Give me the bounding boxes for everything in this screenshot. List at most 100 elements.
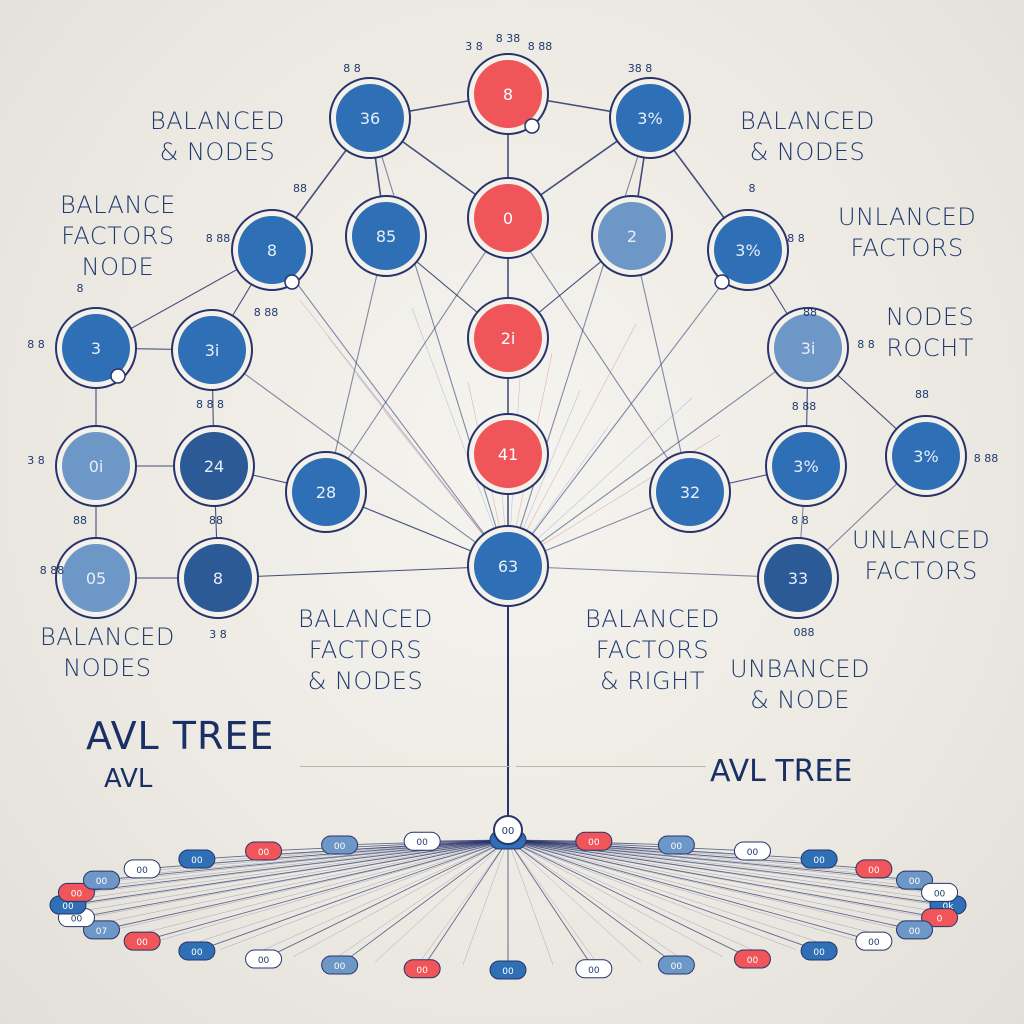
tree-edge: [507, 565, 799, 579]
fan-line: [188, 839, 509, 946]
tree-node: 8: [467, 53, 549, 135]
pill: [921, 882, 959, 902]
fan-line: [332, 839, 509, 961]
fan-line: [101, 839, 509, 931]
small-label: 8 8: [343, 62, 361, 75]
pill-label: 00: [671, 842, 683, 852]
label-right-nodes: NODES ROCHT: [886, 303, 975, 362]
pill-label: 00: [136, 938, 148, 948]
node-value: 3i: [801, 339, 816, 358]
pill: [178, 941, 216, 961]
small-label: 3 8: [209, 628, 227, 641]
fan-line: [507, 839, 929, 918]
pill: [321, 955, 359, 975]
pill-label: 00: [191, 948, 203, 958]
pill-label: 00: [813, 948, 825, 958]
fan-line: [507, 839, 939, 906]
pill: [575, 831, 613, 851]
pill: [403, 831, 441, 851]
tree-node: 63: [467, 525, 549, 607]
node-value: 28: [316, 483, 336, 502]
small-label: 88: [293, 182, 307, 195]
node-body: [892, 422, 960, 490]
fan-line: [374, 839, 509, 963]
pill-label: 00: [747, 848, 759, 858]
tree-edge: [271, 249, 509, 567]
label-center-left: BALANCED FACTORS & NODES: [298, 605, 433, 695]
fan-line: [507, 839, 828, 946]
node-value: 36: [360, 109, 380, 128]
label-bottom-left: BALANCED NODES: [40, 623, 175, 682]
divider-right: [516, 766, 706, 767]
tree-node: 24: [173, 425, 255, 507]
fan-line: [507, 839, 684, 961]
node-body: [352, 202, 420, 270]
node-value: 8: [503, 85, 513, 104]
node-body: [336, 84, 404, 152]
node-body: [764, 544, 832, 612]
pill: [57, 882, 95, 902]
node-value: 3%: [913, 447, 938, 466]
fan-line: [507, 839, 929, 893]
tree-edge: [507, 249, 749, 567]
tree-node: 8: [231, 209, 313, 291]
pill-label: 00: [671, 962, 683, 972]
small-label: 88: [73, 514, 87, 527]
fan-line: [507, 839, 881, 876]
pill-label: 00: [416, 838, 428, 848]
accent-line: [299, 299, 509, 567]
node-value: 2: [627, 227, 637, 246]
fan-line: [507, 839, 641, 849]
fan-line: [87, 839, 509, 918]
tree-node: 32: [649, 451, 731, 533]
node-value: 3%: [637, 109, 662, 128]
pill: [800, 941, 838, 961]
pill: [245, 841, 283, 861]
fan-line: [115, 839, 509, 881]
fan-line: [135, 839, 509, 936]
pill-label: 00: [416, 966, 428, 976]
node-value: 3%: [735, 241, 760, 260]
fan-line: [507, 839, 915, 931]
fan-line: [462, 839, 509, 965]
tree-edge: [325, 217, 509, 493]
pill-label: 00: [588, 966, 600, 976]
tree-node: 3i: [171, 309, 253, 391]
pill: [657, 955, 695, 975]
fan-line: [507, 839, 642, 963]
fan-line: [76, 839, 509, 919]
node-value: 05: [86, 569, 106, 588]
pill: [733, 949, 771, 969]
pill-label: 00: [71, 889, 83, 899]
pill-label: 0: [937, 915, 943, 925]
fan-line: [507, 839, 936, 912]
node-body: [656, 458, 724, 526]
node-value: 0: [503, 209, 513, 228]
fan-line: [507, 839, 901, 881]
fan-line: [507, 839, 949, 906]
pill: [82, 920, 120, 940]
small-label: 88: [803, 306, 817, 319]
fan-line: [507, 839, 881, 936]
fan-line: [507, 839, 915, 881]
node-body: [774, 314, 842, 382]
fan-line: [196, 839, 509, 952]
small-label: 8 88: [974, 452, 999, 465]
node-body: [178, 316, 246, 384]
pill: [123, 931, 161, 951]
node-body: [62, 314, 130, 382]
fan-line: [67, 839, 509, 906]
fan-line: [160, 839, 509, 941]
small-label: 8 88: [792, 400, 817, 413]
tree-node: 3i: [767, 307, 849, 389]
small-label: 8 38: [496, 32, 521, 45]
fan-line: [263, 839, 509, 960]
handle-dot: [284, 274, 300, 290]
tree-edge: [507, 347, 809, 567]
pill-label: 00: [258, 956, 270, 966]
small-label: 8 88: [206, 232, 231, 245]
small-label: 088: [794, 626, 815, 639]
node-value: 41: [498, 445, 518, 464]
tree-node: 3%: [609, 77, 691, 159]
